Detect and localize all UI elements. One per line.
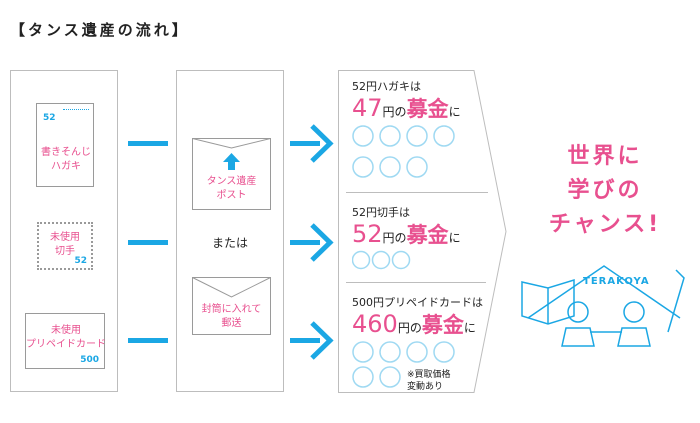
donation-divider-1 (346, 192, 488, 193)
postcard-stamp-value: 52 (43, 113, 56, 123)
donation-1-head: 52円ハガキは (352, 80, 421, 93)
donation-1-line: 47円の募金に (352, 93, 461, 123)
prepaid-card-label: 未使用 プリペイドカード (26, 324, 106, 351)
prepaid-card-value: 500 (80, 355, 99, 365)
post-box-label: タンス遺産 ポスト (192, 175, 271, 202)
coin-stack-icon-2 (352, 250, 411, 270)
envelope-label: 封筒に入れて 郵送 (192, 303, 271, 330)
envelope-label-line2: 郵送 (221, 317, 242, 329)
terakoya-illustration (521, 265, 685, 347)
postcard: 52 書きそんじ ハガキ (36, 103, 94, 187)
connector-bar-3 (128, 338, 168, 343)
coin-stack-icon-3 (352, 341, 455, 388)
donation-2-word: 募金 (406, 223, 449, 247)
price-note-line1: ※買取価格 (407, 370, 451, 380)
post-box-label-line2: ポスト (216, 189, 247, 201)
chance-line3: チャンス! (548, 212, 662, 238)
donation-2-line: 52円の募金に (352, 219, 461, 249)
donation-3-amount: 460 (352, 310, 398, 338)
post-box-label-line1: タンス遺産 (206, 176, 257, 187)
methods-panel (176, 70, 284, 392)
connector-bar-1 (128, 141, 168, 146)
prepaid-card: 未使用 プリペイドカード 500 (25, 313, 106, 369)
donation-divider-2 (346, 282, 486, 283)
arrow-right-icon-1 (290, 124, 334, 163)
donation-3-head: 500円プリペイドカードは (352, 296, 483, 309)
chance-message: 世界に 学びの チャンス! (530, 140, 680, 242)
donation-2-head: 52円切手は (352, 206, 410, 219)
prepaid-card-label-line1: 未使用 (51, 325, 81, 336)
envelope-label-line1: 封筒に入れて (201, 304, 262, 315)
or-text: または (211, 236, 248, 250)
arrow-right-icon-2 (290, 223, 334, 262)
arrow-right-icon-3 (290, 321, 334, 360)
chance-line2: 学びの (567, 178, 643, 204)
donation-1-word: 募金 (406, 97, 449, 121)
price-note-line2: 変動あり (407, 382, 444, 393)
donation-1-unit: 円の (382, 105, 407, 119)
post-box-icon (192, 138, 271, 210)
donation-2-unit: 円の (382, 231, 407, 245)
prepaid-card-label-line2: プリペイドカード (26, 338, 106, 350)
postcard-label: 書きそんじ ハガキ (37, 146, 95, 173)
postcard-label-line1: 書きそんじ (41, 147, 91, 158)
coin-stack-icon-1 (352, 125, 455, 178)
donation-1-amount: 47 (352, 94, 383, 122)
price-note: ※買取価格 変動あり (407, 369, 451, 393)
donation-2-amount: 52 (352, 220, 383, 248)
donation-3-line: 460円の募金に (352, 309, 476, 339)
donation-1-suffix: に (448, 105, 461, 119)
postcard-label-line2: ハガキ (51, 160, 81, 172)
stamp-label-line2: 切手 (55, 245, 75, 257)
stamp-value: 52 (74, 256, 87, 266)
donation-3-word: 募金 (421, 313, 464, 337)
envelope-icon (192, 277, 271, 335)
connector-bar-2 (128, 240, 168, 245)
donation-2-suffix: に (448, 231, 461, 245)
donation-3-unit: 円の (397, 321, 422, 335)
chance-line1: 世界に (567, 144, 643, 169)
stamp-label: 未使用 切手 (39, 231, 91, 258)
stamp-label-line1: 未使用 (50, 232, 80, 243)
diagram-title: 【タンス遺産の流れ】 (10, 21, 190, 39)
terakoya-logo-text: TERAKOYA (583, 276, 650, 287)
stamp: 未使用 切手 52 (37, 222, 93, 270)
donations-panel (338, 70, 507, 393)
postal-code-boxes (63, 109, 89, 115)
donation-3-suffix: に (463, 321, 476, 335)
